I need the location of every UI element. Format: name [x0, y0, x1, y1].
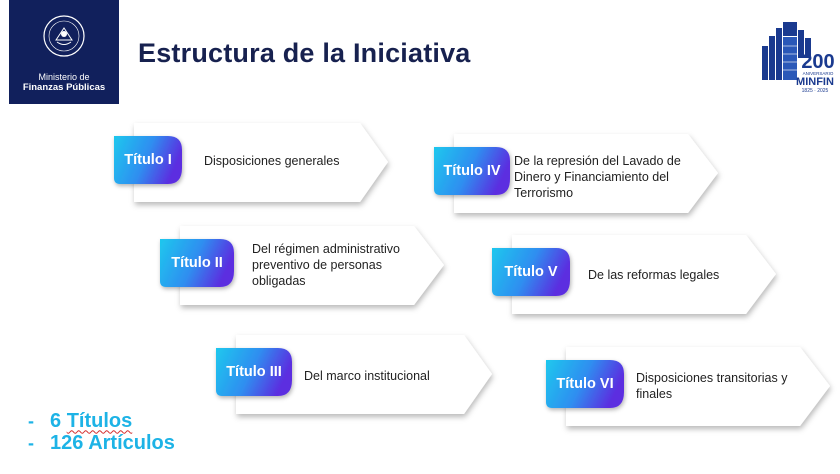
titulo-3-tag: Título III: [226, 364, 282, 380]
summary-count: 6: [50, 409, 62, 432]
titulo-1-card: Título I Disposiciones generales: [112, 122, 392, 206]
titulo-2-card: Título II Del régimen administrativo pre…: [158, 225, 448, 309]
titulo-5-card: Título V De las reformas legales: [490, 234, 780, 318]
summary-text: 6 Títulos: [50, 410, 132, 433]
titulo-4-description: De la represión del Lavado de Dinero y F…: [514, 154, 681, 200]
titulo-6-tag: Título VI: [556, 376, 614, 392]
summary-count: 126: [50, 431, 84, 454]
titulo-1-description: Disposiciones generales: [204, 154, 340, 168]
minfin-number: 200: [801, 51, 834, 73]
guatemala-seal-icon: [43, 15, 85, 57]
minfin-years: 1825 · 2025: [802, 88, 829, 94]
ministry-name-line1: Ministerio de: [38, 72, 90, 82]
titulo-1-arrow-shape: [114, 123, 388, 202]
minfin-sub: ANIVERSARIO: [803, 71, 834, 76]
summary-item-titulos: - 6 Títulos: [28, 410, 175, 432]
page-title: Estructura de la Iniciativa: [138, 38, 471, 68]
titulo-1-tag: Título I: [124, 152, 172, 168]
summary-item-articulos: - 126 Artículos: [28, 432, 175, 454]
bullet-dash: -: [28, 410, 34, 431]
titulo-2-description: Del régimen administrativo preventivo de…: [252, 242, 400, 288]
titulo-6-description: Disposiciones transitorias y finales: [636, 371, 788, 401]
titulo-5-description: De las reformas legales: [588, 268, 720, 282]
summary-text: 126 Artículos: [50, 432, 175, 455]
titulo-2-arrow-shape: [160, 226, 444, 305]
ministry-name-line2: Finanzas Públicas: [22, 82, 106, 93]
minfin-200-logo: 200 ANIVERSARIO MINFIN 1825 · 2025: [762, 22, 834, 94]
titulo-3-arrow-shape: [216, 335, 492, 414]
summary-word: Títulos: [66, 409, 133, 432]
titulo-4-arrow-shape: [434, 134, 718, 213]
titulo-5-arrow-shape: [492, 235, 776, 314]
bullet-dash: -: [28, 432, 34, 453]
titulo-2-tag: Título II: [171, 255, 223, 271]
summary-word: Artículos: [88, 431, 175, 454]
ministry-logo: Ministerio de Finanzas Públicas: [9, 0, 119, 104]
titulo-4-tag: Título IV: [443, 163, 501, 179]
titulo-6-arrow-shape: [546, 347, 830, 426]
titulo-3-card: Título III Del marco institucional: [214, 334, 494, 418]
summary-list: - 6 Títulos - 126 Artículos: [28, 410, 175, 454]
titulo-5-tag: Título V: [504, 264, 558, 280]
titulo-6-card: Título VI Disposiciones transitorias y f…: [544, 346, 834, 430]
minfin-name: MINFIN: [796, 76, 834, 88]
titulo-4-card: Título IV De la represión del Lavado de …: [432, 133, 722, 217]
titulo-3-description: Del marco institucional: [304, 369, 430, 383]
